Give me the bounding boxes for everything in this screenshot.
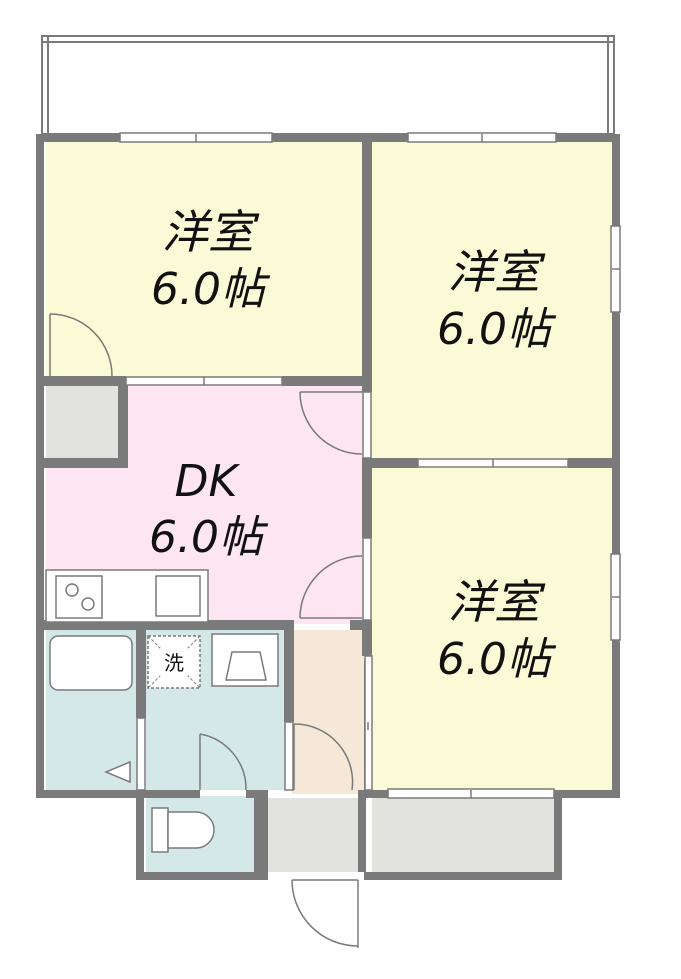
room-2-area: 6.0帖 [437,304,557,355]
bathtub-icon [49,635,133,691]
shower-icon [104,760,131,784]
swing-doors [49,313,363,948]
room-3-name: 洋室 [448,575,546,629]
hall-floor [292,630,364,794]
storage-floor [372,796,558,872]
room-1-area: 6.0帖 [151,264,271,315]
sliding-door-marks [203,377,494,730]
room-1-name: 洋室 [162,205,260,259]
kitchen-counter [45,569,209,623]
room-2-name: 洋室 [448,245,546,299]
entrance-floor [262,798,362,872]
toilet-icon [151,807,215,853]
wash-basin-bowl [225,651,267,681]
stove-burner-icon [65,583,79,597]
stove-burner-icon [81,597,95,611]
dk-name: DK [175,456,241,507]
western-room-1-floor [46,140,364,380]
dk-area: 6.0帖 [149,512,269,563]
closet-floor [46,386,118,462]
room-3-area: 6.0帖 [437,634,557,685]
washer-label: 洗 [164,651,184,675]
western-room-3-floor [372,468,614,790]
sink-icon [155,575,201,617]
walls [36,134,620,880]
window-marks [195,134,620,798]
washer-label-bg [160,648,188,676]
balcony [41,35,615,135]
western-room-2-floor [370,140,614,462]
